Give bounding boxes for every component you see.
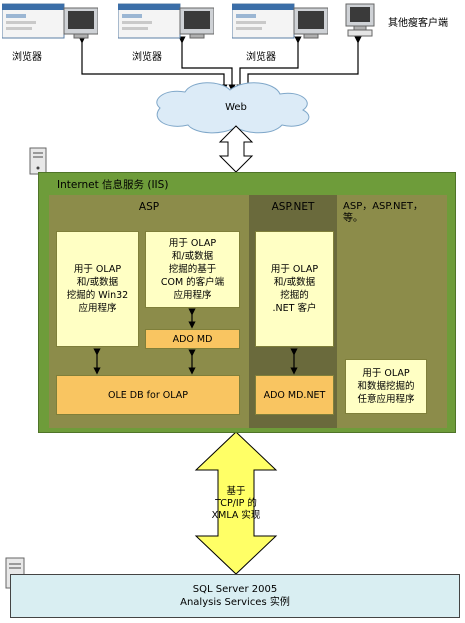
ado-md-net-box: ADO MD.NET (255, 375, 334, 415)
other-header: ASP，ASP.NET， 等。 (343, 201, 423, 224)
client-2: 浏览器 (118, 0, 214, 64)
client-label: 浏览器 (12, 52, 42, 63)
server-instance: Analysis Services 实例 (180, 597, 290, 608)
client-4: 其他瘦客户端 (342, 0, 462, 64)
any-app-box: 用于 OLAP 和数据挖掘的 任意应用程序 (345, 359, 427, 414)
client-label: 浏览器 (132, 52, 162, 63)
analysis-services-box: SQL Server 2005 Analysis Services 实例 (10, 574, 460, 618)
connector-client-2 (178, 36, 236, 92)
xmla-label: 基于 TCP/IP 的 XMLA 实现 (211, 486, 261, 521)
net-client-box: 用于 OLAP 和/或数据 挖掘的 .NET 客户 (255, 231, 334, 347)
client-connector-lines (78, 36, 362, 92)
connector-client-4 (244, 36, 362, 92)
win32-app-box: 用于 OLAP 和/或数据 挖掘的 Win32 应用程序 (56, 231, 139, 347)
web-cloud (156, 82, 310, 134)
client-1: 浏览器 (2, 0, 98, 64)
client-label: 浏览器 (246, 52, 276, 63)
com-client-app-box: 用于 OLAP 和/或数据 挖掘的基于 COM 的客户端 应用程序 (145, 231, 240, 308)
thin-client-computer-icon (345, 3, 375, 37)
oledb-for-olap-box: OLE DB for OLAP (56, 375, 240, 415)
browser-computer-icon (118, 3, 214, 39)
browser-computer-icon (232, 3, 328, 39)
client-label: 其他瘦客户端 (388, 18, 448, 29)
aspnet-header: ASP.NET (271, 201, 315, 213)
ado-md-box: ADO MD (145, 329, 240, 349)
server-name: SQL Server 2005 (192, 584, 278, 595)
web-label: Web (225, 102, 247, 113)
asp-header: ASP (138, 201, 160, 213)
iis-title: Internet 信息服务 (IIS) (57, 179, 169, 191)
web-iis-arrow (218, 125, 254, 173)
client-3: 浏览器 (232, 0, 328, 64)
browser-computer-icon (2, 3, 98, 39)
